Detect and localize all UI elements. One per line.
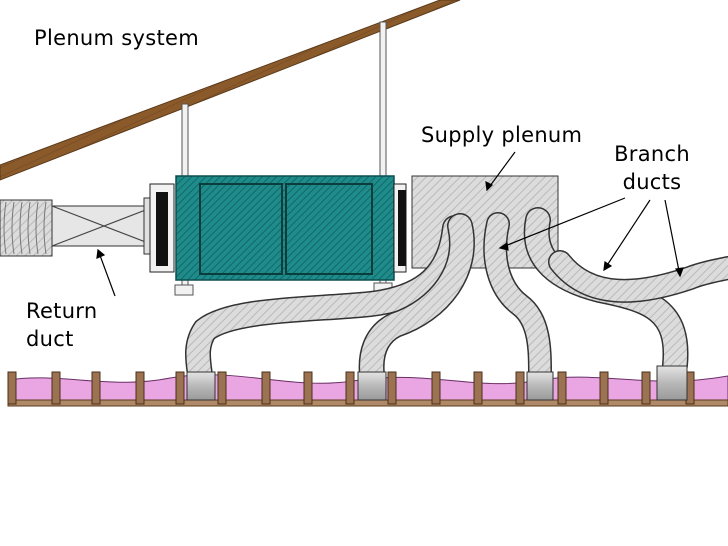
leader-lines <box>96 151 684 297</box>
air-handler-unit <box>149 175 407 281</box>
return-duct-label: Return duct <box>26 299 98 351</box>
supply-plenum-label: Supply plenum <box>421 123 583 147</box>
branch-ducts-label: Branch ducts <box>614 142 690 194</box>
diagram-title: Plenum system <box>34 26 199 50</box>
branch-ducts <box>185 207 728 388</box>
return-duct <box>0 197 157 257</box>
ceiling-boots <box>186 365 688 401</box>
roof-rafter <box>0 0 461 181</box>
